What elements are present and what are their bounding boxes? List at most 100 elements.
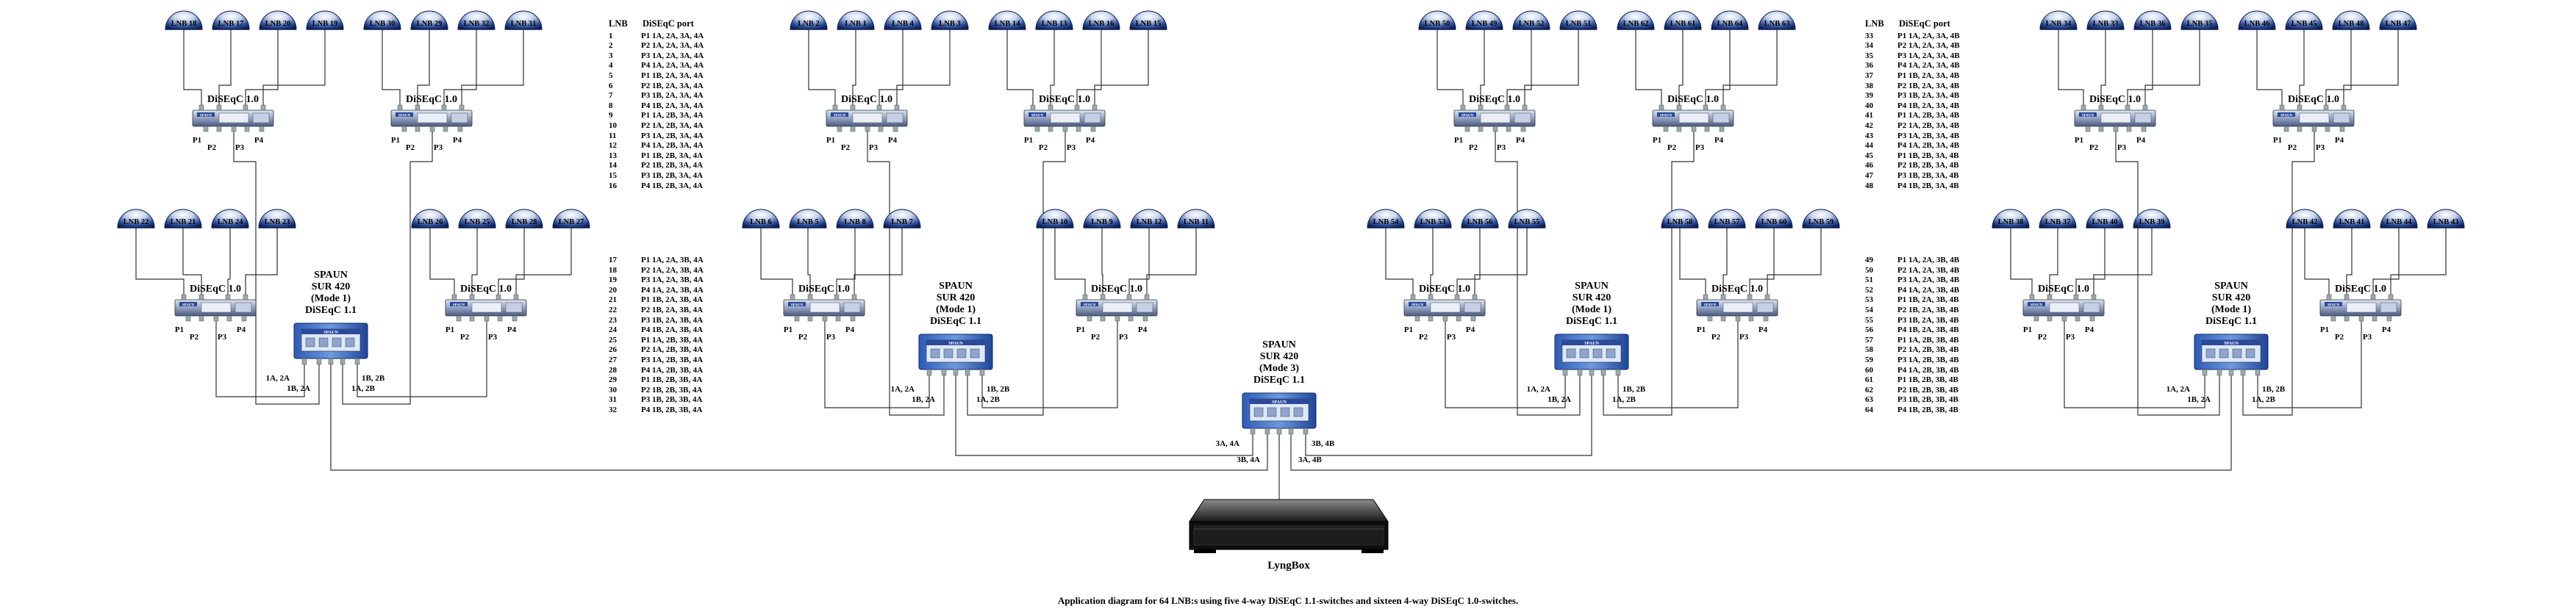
table-cell-port: P3 1A, 2A, 3A, 4B xyxy=(1897,51,1960,60)
port-label-1a-2a: 1A, 2A xyxy=(266,374,290,383)
table-cell-lnb: 27 xyxy=(609,355,617,364)
lnb-cable xyxy=(135,228,185,295)
diseqc11-label: DiSEqC 1.1 xyxy=(1566,316,1617,327)
table-cell-port: P2 1B, 2A, 3A, 4A xyxy=(641,81,704,90)
table-cell-port: P4 1A, 2B, 3A, 4B xyxy=(1897,141,1960,151)
table-cell-port: P4 1B, 2A, 3A, 4A xyxy=(641,101,704,110)
lnb-label: LNB 63 xyxy=(1764,20,1790,28)
lnb-cable xyxy=(1146,228,1197,295)
lnb-label: LNB 23 xyxy=(265,218,290,226)
table-cell-port: P2 1A, 2A, 3B, 4B xyxy=(1897,265,1960,275)
connector xyxy=(1456,315,1461,322)
connector xyxy=(1506,126,1511,132)
switch-logo-bar xyxy=(1250,399,1309,404)
table-cell-port: P2 1A, 2A, 3A, 4B xyxy=(1897,41,1960,51)
connector xyxy=(834,294,840,300)
lnb-cable xyxy=(2390,228,2447,295)
connector xyxy=(1703,104,1709,111)
lnb-cable xyxy=(1524,29,1579,105)
connector xyxy=(1676,126,1682,132)
switch-plate xyxy=(2380,302,2397,313)
table-cell-port: P3 1B, 2B, 3B, 4A xyxy=(641,395,703,405)
switch-plate xyxy=(1136,302,1153,313)
table-cell-lnb: 44 xyxy=(1865,141,1873,151)
diseqc10-label: DiSEqC 1.0 xyxy=(406,94,457,105)
lnb-cable xyxy=(461,29,524,105)
table-cell-lnb: 46 xyxy=(1865,161,1873,170)
table-cell-lnb: 6 xyxy=(609,81,613,90)
switch-brand-label: SPAUN xyxy=(791,304,804,308)
connector xyxy=(216,126,222,132)
table-cell-lnb: 50 xyxy=(1865,265,1873,275)
table-cell-port: P1 1B, 2B, 3A, 4A xyxy=(641,151,704,160)
table-cell-port: P3 1B, 2B, 3A, 4B xyxy=(1897,170,1959,180)
lnb-label: LNB 27 xyxy=(559,218,584,226)
connector xyxy=(2228,369,2234,376)
switch-label-plate xyxy=(1722,302,1753,313)
lnb-label: LNB 38 xyxy=(1998,218,2024,226)
port-label-p4: P4 xyxy=(845,325,855,334)
lnb-dish: LNB 12 xyxy=(1130,209,1168,228)
lnb-cable xyxy=(443,29,477,105)
connector xyxy=(807,294,813,300)
switch-logo xyxy=(2325,302,2342,306)
diseqc11-switch: SPAUN xyxy=(1554,334,1629,376)
lnb-dish: LNB 30 xyxy=(363,10,401,30)
connector xyxy=(1704,126,1710,132)
switch-plate xyxy=(505,302,523,313)
connector xyxy=(225,294,231,300)
diseqc11-label: DiSEqC 1.1 xyxy=(305,305,357,316)
lnb-label: LNB 30 xyxy=(370,20,396,28)
connector xyxy=(1264,428,1270,435)
lnb-dish: LNB 63 xyxy=(1758,10,1796,30)
connector xyxy=(2126,126,2132,132)
port-label-p4: P4 xyxy=(1516,136,1525,145)
connector xyxy=(1428,315,1434,322)
connector xyxy=(181,294,187,300)
lnb-cable xyxy=(2256,29,2283,105)
dish-icon xyxy=(165,10,203,30)
table-cell-lnb: 55 xyxy=(1865,315,1873,325)
connector xyxy=(2081,104,2086,111)
diseqc10-switch: SPAUN xyxy=(783,294,865,322)
switch-brand-label: SPAUN xyxy=(182,304,195,308)
dish-icon xyxy=(742,209,780,228)
connector xyxy=(1092,104,1098,111)
table-cell-lnb: 23 xyxy=(609,315,617,325)
switch-brand-label: SPAUN xyxy=(1704,304,1717,308)
table-header-lnb: LNB xyxy=(609,18,628,29)
connector xyxy=(1076,126,1081,132)
diseqc10-switch: SPAUN xyxy=(826,104,908,132)
lnb-label: LNB 21 xyxy=(171,218,196,226)
diseqc10-switch: SPAUN xyxy=(445,294,527,322)
port-label-p4: P4 xyxy=(507,325,517,334)
lnb-label: LNB 55 xyxy=(1514,218,1540,226)
table-cell-lnb: 26 xyxy=(609,345,617,355)
connector xyxy=(1303,428,1309,435)
lnb-label: LNB 57 xyxy=(1714,218,1740,226)
connector xyxy=(2075,315,2081,322)
dish-icon xyxy=(2333,209,2371,228)
lnb-dish: LNB 22 xyxy=(117,209,155,228)
lnb-dish: LNB 44 xyxy=(2380,209,2418,228)
lnb-label: LNB 34 xyxy=(2046,20,2072,28)
lnb-cable xyxy=(1006,29,1034,105)
diseqc10-label: DiSEqC 1.0 xyxy=(460,284,512,295)
port-label-p4: P4 xyxy=(1714,136,1724,145)
lnb-dish: LNB 50 xyxy=(1418,10,1456,30)
connector xyxy=(1492,126,1498,132)
lnb-dish: LNB 39 xyxy=(2133,209,2171,228)
